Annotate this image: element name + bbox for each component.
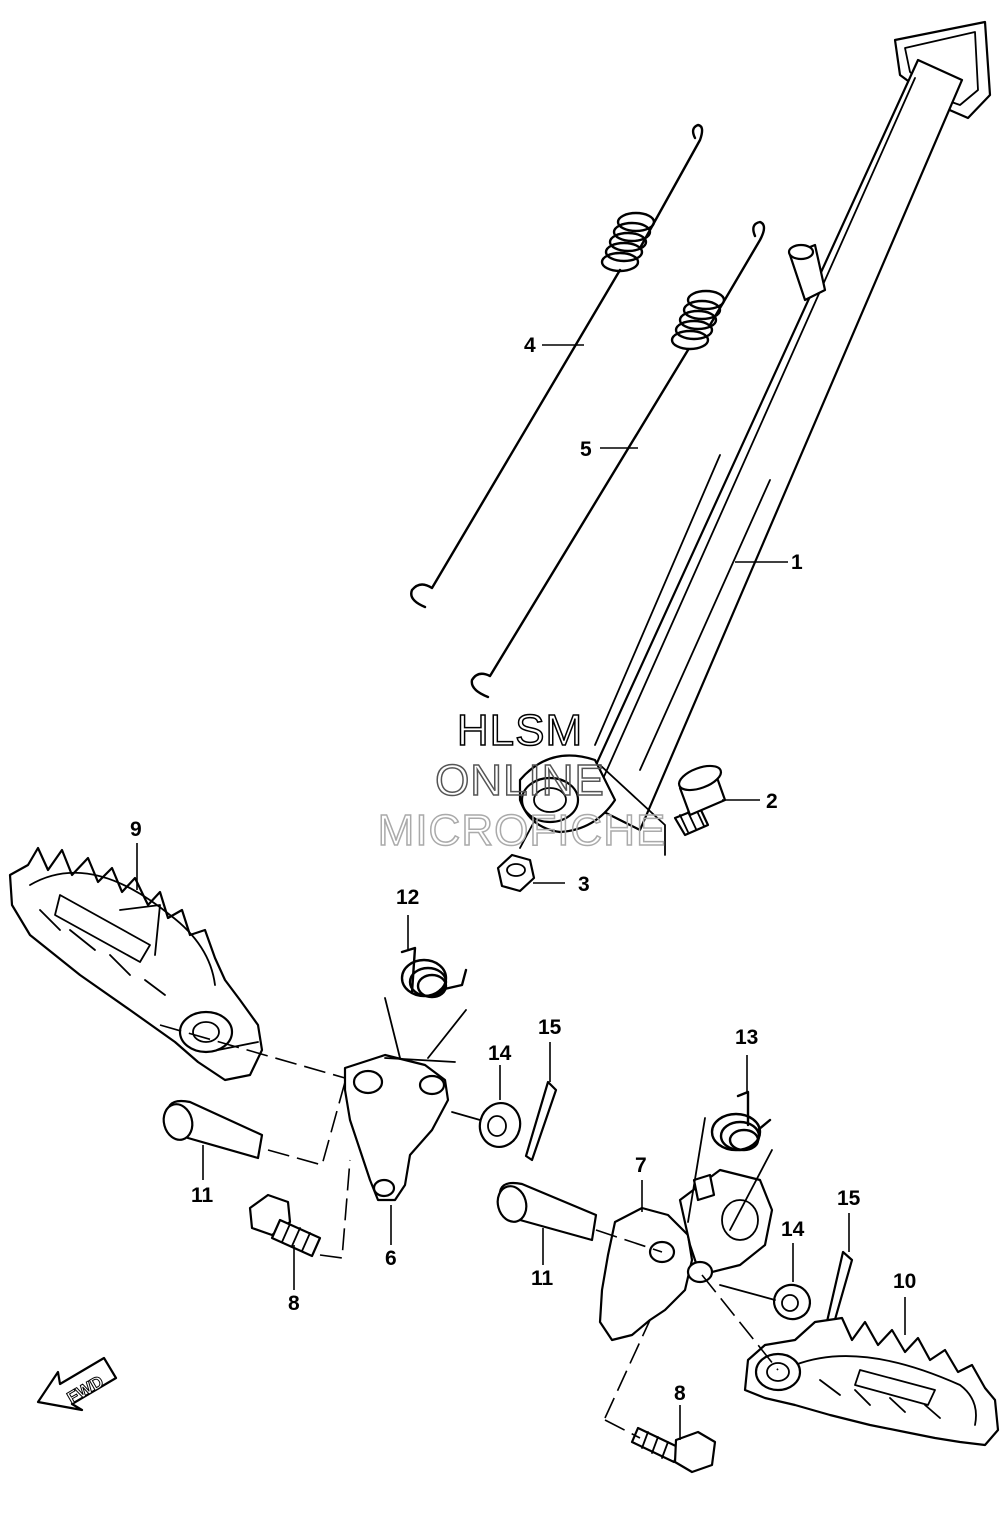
callout-8-right: 8 — [674, 1382, 686, 1405]
left-washer-part[interactable] — [475, 1099, 525, 1152]
callout-11-left: 11 — [191, 1184, 214, 1207]
left-footrest-part[interactable] — [8, 846, 264, 1082]
right-footrest-part[interactable] — [743, 1316, 1000, 1447]
stand-nut-part[interactable] — [496, 819, 536, 893]
fwd-arrow-icon: FWD — [36, 1356, 118, 1412]
right-return-spring-part[interactable] — [687, 1090, 773, 1231]
stand-bolt-part[interactable] — [673, 761, 727, 837]
callout-7: 7 — [635, 1154, 647, 1177]
callout-15-left: 15 — [538, 1016, 562, 1039]
left-cotter-pin-part[interactable] — [524, 1080, 558, 1162]
right-pin-part[interactable] — [494, 1181, 598, 1242]
watermark-line-3: MICROFICHE — [378, 806, 667, 855]
callout-9: 9 — [130, 818, 142, 841]
callout-6: 6 — [385, 1247, 397, 1270]
callout-14-left: 14 — [488, 1042, 512, 1065]
left-pin-part[interactable] — [160, 1099, 264, 1160]
watermark-line-2: ONLINE — [435, 756, 605, 805]
stand-spring-long-part[interactable] — [410, 123, 704, 609]
callout-12: 12 — [396, 886, 419, 909]
watermark-line-1: HLSM — [457, 706, 583, 755]
right-bracket-part[interactable] — [598, 1168, 774, 1342]
left-return-spring-part[interactable] — [384, 946, 468, 1059]
assembly-lines — [159, 1024, 779, 1439]
callout-1: 1 — [791, 551, 803, 574]
side-stand-part[interactable] — [518, 20, 992, 856]
right-bolt-part[interactable] — [630, 1426, 717, 1474]
callout-10: 10 — [893, 1270, 916, 1293]
callout-labels: 1 2 3 4 5 6 7 8 8 9 10 11 11 12 13 14 14… — [130, 334, 916, 1405]
leader-lines — [136, 344, 906, 1440]
watermark: HLSM ONLINE MICROFICHE — [377, 705, 667, 856]
callout-13: 13 — [735, 1026, 758, 1049]
right-washer-part[interactable] — [770, 1281, 814, 1323]
callout-14-right: 14 — [781, 1218, 805, 1241]
callout-3: 3 — [578, 873, 590, 896]
callout-8-left: 8 — [288, 1292, 300, 1315]
callout-15-right: 15 — [837, 1187, 861, 1210]
stand-spring-short-part[interactable] — [470, 220, 766, 699]
callout-4: 4 — [524, 334, 536, 357]
left-bracket-part[interactable] — [343, 1053, 456, 1202]
callout-11-right: 11 — [531, 1267, 554, 1290]
callout-2: 2 — [766, 790, 778, 813]
left-bolt-part[interactable] — [248, 1193, 322, 1258]
callout-5: 5 — [580, 438, 592, 461]
